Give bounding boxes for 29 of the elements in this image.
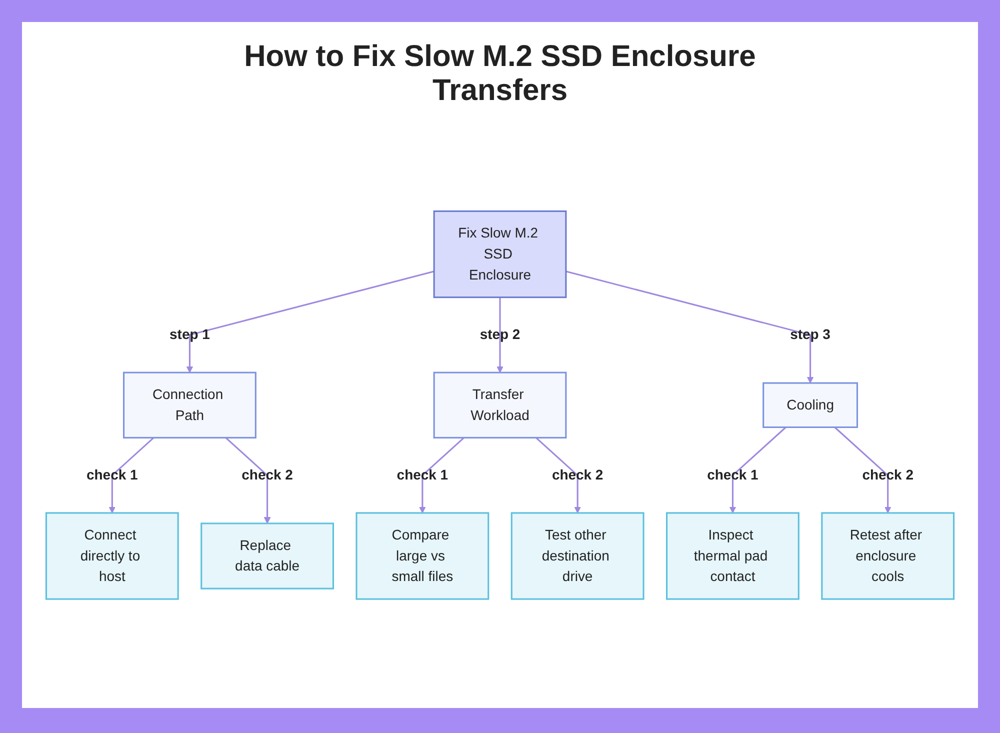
arrow — [225, 437, 271, 524]
node-box: Replace data cable — [200, 522, 334, 590]
node-box: Fix Slow M.2 SSD Enclosure — [433, 210, 567, 298]
diagram-title: How to Fix Slow M.2 SSD Enclosure Transfers — [243, 40, 757, 108]
arrow — [535, 437, 581, 514]
edge-label: step 2 — [480, 326, 520, 342]
node-box: Connection Path — [123, 372, 256, 438]
arrow — [186, 270, 434, 373]
arrow — [108, 437, 154, 514]
node-box: Inspect thermal pad contact — [666, 512, 800, 600]
node-box: Connect directly to host — [45, 512, 179, 600]
node-box: Cooling — [762, 382, 858, 428]
edge-label: check 2 — [242, 467, 293, 483]
node-box: Compare large vs small files — [356, 512, 490, 600]
arrow — [496, 297, 504, 373]
edge-label: check 2 — [862, 467, 914, 483]
edge-label: step 3 — [790, 326, 830, 342]
edge-label: check 1 — [396, 467, 448, 483]
arrow — [729, 426, 786, 514]
node-box: Test other destination drive — [510, 512, 644, 600]
node-box: Transfer Workload — [433, 372, 567, 438]
arrow — [566, 270, 814, 384]
edge-label: step 1 — [170, 326, 210, 342]
arrow — [834, 426, 892, 514]
edge-label: check 2 — [552, 467, 604, 483]
edge-label: check 1 — [86, 467, 138, 483]
arrow — [419, 437, 465, 514]
edge-label: check 1 — [707, 467, 758, 483]
node-box: Retest after enclosure cools — [821, 512, 955, 600]
